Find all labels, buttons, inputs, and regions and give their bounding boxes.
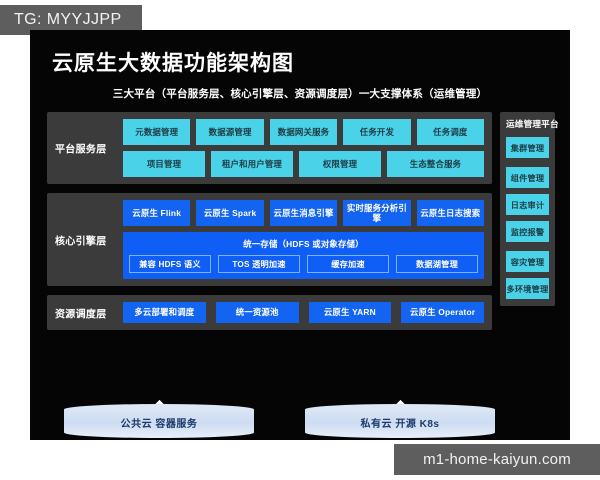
node-task-development[interactable]: 任务开发: [343, 119, 411, 145]
node-component-management[interactable]: 组件管理: [506, 167, 549, 188]
node-cloud-native-spark[interactable]: 云原生 Spark: [196, 200, 264, 226]
node-datasource-management[interactable]: 数据源管理: [196, 119, 264, 145]
node-multicloud-deployment-scheduling[interactable]: 多云部署和调度: [123, 302, 206, 323]
ops-platform-panel: 运维管理平台 集群管理 组件管理 日志审计 监控报警 容灾管理 多环境管理: [500, 112, 559, 306]
node-metadata-management[interactable]: 元数据管理: [123, 119, 191, 145]
main-layers-column: 平台服务层 元数据管理 数据源管理 数据网关服务 任务开发 任务调度 项目管理 …: [47, 112, 492, 339]
layer-panel-core-engine: 核心引擎层 云原生 Flink 云原生 Spark 云原生消息引擎 实时服务分析…: [47, 193, 492, 286]
infra-public-cloud[interactable]: 公共云 容器服务: [64, 399, 254, 438]
site-watermark-badge: m1-home-kaiyun.com: [394, 444, 600, 475]
layer-panel-resource-scheduling: 资源调度层 多云部署和调度 统一资源池 云原生 YARN 云原生 Operato…: [47, 295, 492, 330]
unified-storage-title: 统一存储（HDFS 或对象存储）: [243, 239, 364, 249]
node-task-scheduling[interactable]: 任务调度: [416, 119, 485, 145]
node-unified-resource-pool[interactable]: 统一资源池: [215, 302, 299, 323]
layer-label-resource-scheduling: 资源调度层: [55, 309, 107, 320]
unified-storage-block: 统一存储（HDFS 或对象存储） 兼容 HDFS 语义 TOS 透明加速 缓存加…: [123, 232, 484, 279]
layer-row: 元数据管理 数据源管理 数据网关服务 任务开发 任务调度: [123, 119, 485, 145]
node-tos-transparent-acceleration[interactable]: TOS 透明加速: [218, 255, 300, 273]
node-cloud-native-log-search[interactable]: 云原生日志搜索: [416, 200, 485, 226]
node-disaster-recovery-management[interactable]: 容灾管理: [506, 251, 549, 272]
infrastructure-row: 公共云 容器服务 私有云 开源 K8s: [47, 388, 555, 438]
node-cloud-native-operator[interactable]: 云原生 Operator: [401, 302, 484, 323]
node-log-audit[interactable]: 日志审计: [506, 194, 549, 215]
layer-body-resource-scheduling: 多云部署和调度 统一资源池 云原生 YARN 云原生 Operator: [123, 295, 492, 330]
diagram-subtitle: 三大平台（平台服务层、核心引擎层、资源调度层）一大支撑体系（运维管理）: [112, 88, 488, 100]
cylinder-shape-public-cloud: 公共云 容器服务: [64, 404, 254, 438]
node-data-gateway-service[interactable]: 数据网关服务: [269, 119, 338, 145]
node-monitoring-alerting[interactable]: 监控报警: [506, 221, 549, 242]
node-cluster-management[interactable]: 集群管理: [506, 137, 549, 158]
layer-label-core-engine: 核心引擎层: [55, 236, 107, 247]
ops-platform-title: 运维管理平台: [506, 119, 559, 129]
node-permission-management[interactable]: 权限管理: [299, 151, 381, 177]
node-hdfs-compatible-semantics[interactable]: 兼容 HDFS 语义: [129, 255, 211, 273]
cylinder-shape-private-cloud: 私有云 开源 K8s: [305, 404, 495, 438]
node-multi-environment-management[interactable]: 多环境管理: [506, 278, 549, 299]
node-realtime-analytics-engine[interactable]: 实时服务分析引擎: [343, 200, 411, 226]
ops-platform-column: 运维管理平台 集群管理 组件管理 日志审计 监控报警 容灾管理 多环境管理: [500, 112, 559, 306]
node-tenant-user-management[interactable]: 租户和用户管理: [211, 151, 293, 177]
layer-body-platform-service: 元数据管理 数据源管理 数据网关服务 任务开发 任务调度 项目管理 租户和用户管…: [123, 112, 492, 184]
node-cache-acceleration[interactable]: 缓存加速: [307, 255, 389, 273]
diagram-title: 云原生大数据功能架构图: [52, 52, 294, 75]
layer-label-platform-service: 平台服务层: [55, 144, 107, 156]
unified-storage-row: 兼容 HDFS 语义 TOS 透明加速 缓存加速 数据湖管理: [129, 255, 478, 273]
infra-private-cloud[interactable]: 私有云 开源 K8s: [305, 399, 495, 438]
node-data-lake-management[interactable]: 数据湖管理: [396, 255, 478, 273]
node-cloud-native-flink[interactable]: 云原生 Flink: [123, 200, 191, 226]
node-ecosystem-integration-service[interactable]: 生态整合服务: [387, 151, 484, 177]
infra-label-private-cloud: 私有云 开源 K8s: [360, 418, 440, 430]
node-cloud-native-yarn[interactable]: 云原生 YARN: [308, 302, 392, 323]
layer-row: 多云部署和调度 统一资源池 云原生 YARN 云原生 Operator: [123, 302, 484, 323]
node-project-management[interactable]: 项目管理: [123, 151, 205, 177]
architecture-diagram: 云原生大数据功能架构图 三大平台（平台服务层、核心引擎层、资源调度层）一大支撑体…: [30, 30, 570, 440]
layer-panel-platform-service: 平台服务层 元数据管理 数据源管理 数据网关服务 任务开发 任务调度 项目管理 …: [47, 112, 492, 184]
node-cloud-native-message-engine[interactable]: 云原生消息引擎: [269, 200, 338, 226]
layer-row: 云原生 Flink 云原生 Spark 云原生消息引擎 实时服务分析引擎 云原生…: [123, 200, 485, 226]
infra-label-public-cloud: 公共云 容器服务: [120, 418, 198, 430]
layer-row: 项目管理 租户和用户管理 权限管理 生态整合服务: [123, 151, 484, 177]
layer-body-core-engine: 云原生 Flink 云原生 Spark 云原生消息引擎 实时服务分析引擎 云原生…: [123, 193, 492, 286]
